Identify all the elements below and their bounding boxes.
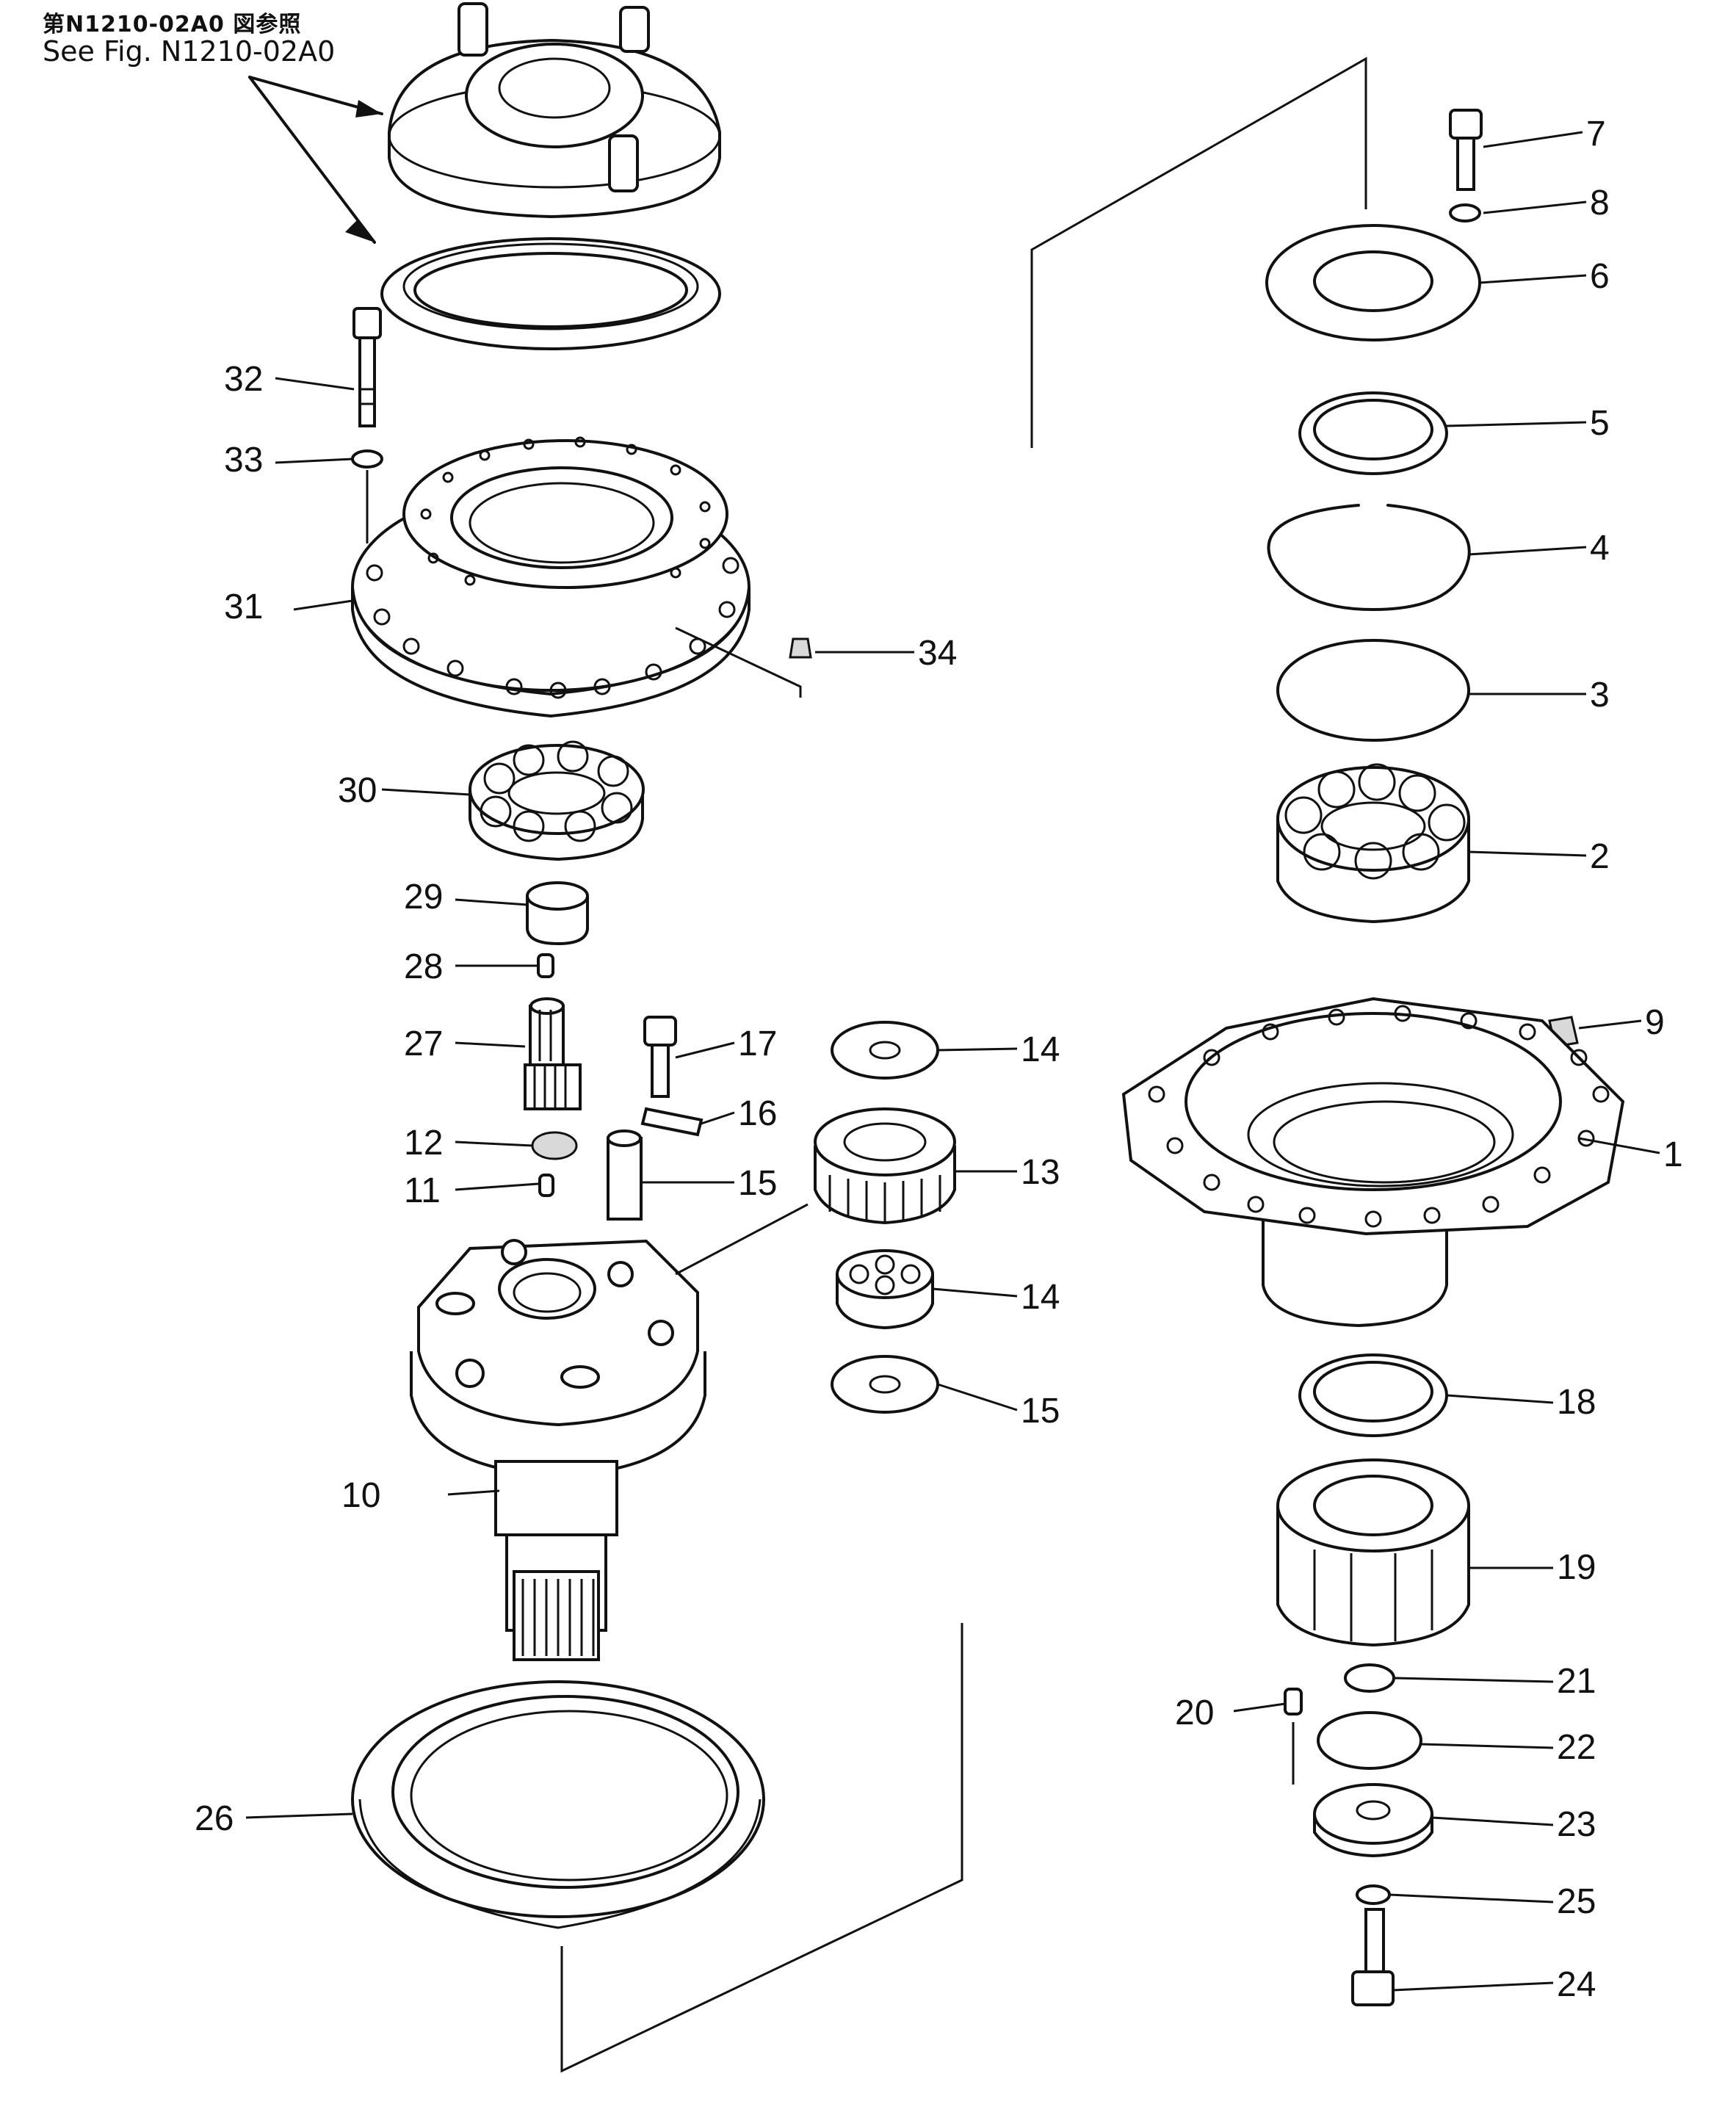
- part-label-24: 23: [1557, 1805, 1596, 1844]
- plug-35: [789, 637, 812, 659]
- motor-housing-drawing: [380, 2, 721, 350]
- connector-right-top: [1030, 57, 1367, 448]
- part-label-31: 30: [338, 771, 377, 810]
- part-label-34: 33: [224, 441, 263, 480]
- part-label-6: 6: [1590, 257, 1610, 296]
- part-label-9: 9: [1645, 1003, 1665, 1042]
- part-label-4: 4: [1590, 529, 1610, 568]
- o-ring-22: [1344, 1663, 1395, 1693]
- part-label-13: 13: [1021, 1153, 1060, 1192]
- washer-26: [1356, 1884, 1391, 1905]
- part-label-19: 18: [1557, 1383, 1596, 1422]
- race-19: [1298, 1353, 1448, 1437]
- cover-plate-6: [1265, 224, 1481, 341]
- part-label-27: 26: [195, 1799, 234, 1838]
- part-label-15b: 15: [1021, 1392, 1060, 1431]
- cover-24: [1313, 1783, 1433, 1858]
- reference-arrows: [248, 76, 383, 244]
- carrier-10: [410, 1239, 706, 1661]
- race-5: [1298, 391, 1448, 475]
- part-labels: 7 8 6 5 4 3 2 9 1 18 19 21 22 23 25 24 2…: [195, 115, 1683, 2004]
- part-label-21: 20: [1175, 1693, 1214, 1732]
- housing-32: [351, 436, 751, 718]
- part-label-10: 10: [341, 1476, 380, 1515]
- pin-29: [537, 953, 554, 978]
- part-label-8: 8: [1590, 184, 1610, 223]
- part-label-7: 7: [1586, 115, 1606, 153]
- connector-left-bottom: [560, 1623, 963, 2073]
- part-label-30: 29: [404, 878, 443, 917]
- reference-note: 第N1210-02A0 図参照 See Fig. N1210-02A0: [43, 12, 336, 68]
- bolt-33: [352, 307, 382, 427]
- part-label-23: 22: [1557, 1728, 1596, 1767]
- bolt-7: [1449, 109, 1483, 191]
- washer-34: [351, 449, 383, 469]
- washer-8: [1449, 203, 1481, 223]
- part-label-35: 34: [918, 634, 957, 673]
- part-label-16: 15: [738, 1164, 777, 1203]
- snap-ring-4: [1267, 504, 1471, 611]
- part-label-25: 24: [1557, 1965, 1596, 2004]
- washer-12: [531, 1131, 578, 1160]
- bearing-2: [1276, 763, 1470, 924]
- reference-note-english: See Fig. N1210-02A0: [43, 35, 336, 68]
- label-leaders: [245, 131, 1660, 1992]
- thrust-washer-15b: [831, 1355, 939, 1414]
- part-label-22: 21: [1557, 1662, 1596, 1701]
- part-label-11: 11: [404, 1171, 441, 1210]
- part-label-20: 19: [1557, 1548, 1596, 1587]
- part-label-1: 1: [1663, 1135, 1683, 1174]
- part-label-14: 14: [1021, 1278, 1060, 1317]
- collar-30: [526, 881, 589, 946]
- part-label-32: 31: [224, 588, 263, 626]
- part-label-5: 5: [1590, 404, 1610, 443]
- part-label-12: 12: [404, 1124, 443, 1163]
- part-label-2: 2: [1590, 837, 1610, 876]
- part-label-18: 17: [738, 1024, 777, 1063]
- o-ring-3: [1276, 639, 1470, 742]
- pin-11: [538, 1174, 554, 1197]
- reference-note-japanese: 第N1210-02A0 図参照: [43, 12, 302, 37]
- planet-gear-13: [814, 1107, 956, 1225]
- leader-13-to-carrier: [675, 1203, 809, 1276]
- bolt-18: [643, 1016, 677, 1098]
- part-label-28: 27: [404, 1024, 443, 1063]
- part-label-15a: 14: [1021, 1030, 1060, 1069]
- roller-bearing-20: [1276, 1458, 1470, 1647]
- needle-bearing-14: [836, 1249, 934, 1330]
- pin-21: [1284, 1688, 1303, 1716]
- plate-17: [640, 1107, 704, 1137]
- bolt-25: [1351, 1908, 1395, 2006]
- gear-shaft-28: [524, 997, 582, 1110]
- part-label-26: 25: [1557, 1882, 1596, 1921]
- shaft-16: [607, 1129, 643, 1221]
- case-1: [1121, 997, 1625, 1328]
- ring-gear-27: [351, 1680, 765, 1929]
- part-label-29: 28: [404, 947, 443, 986]
- o-ring-23: [1317, 1711, 1422, 1770]
- part-label-17: 16: [738, 1094, 777, 1133]
- part-label-33: 32: [224, 360, 263, 399]
- bearing-31: [469, 740, 645, 861]
- part-label-3: 3: [1590, 676, 1610, 715]
- leader-35: [675, 626, 802, 698]
- thrust-washer-15a: [831, 1021, 939, 1080]
